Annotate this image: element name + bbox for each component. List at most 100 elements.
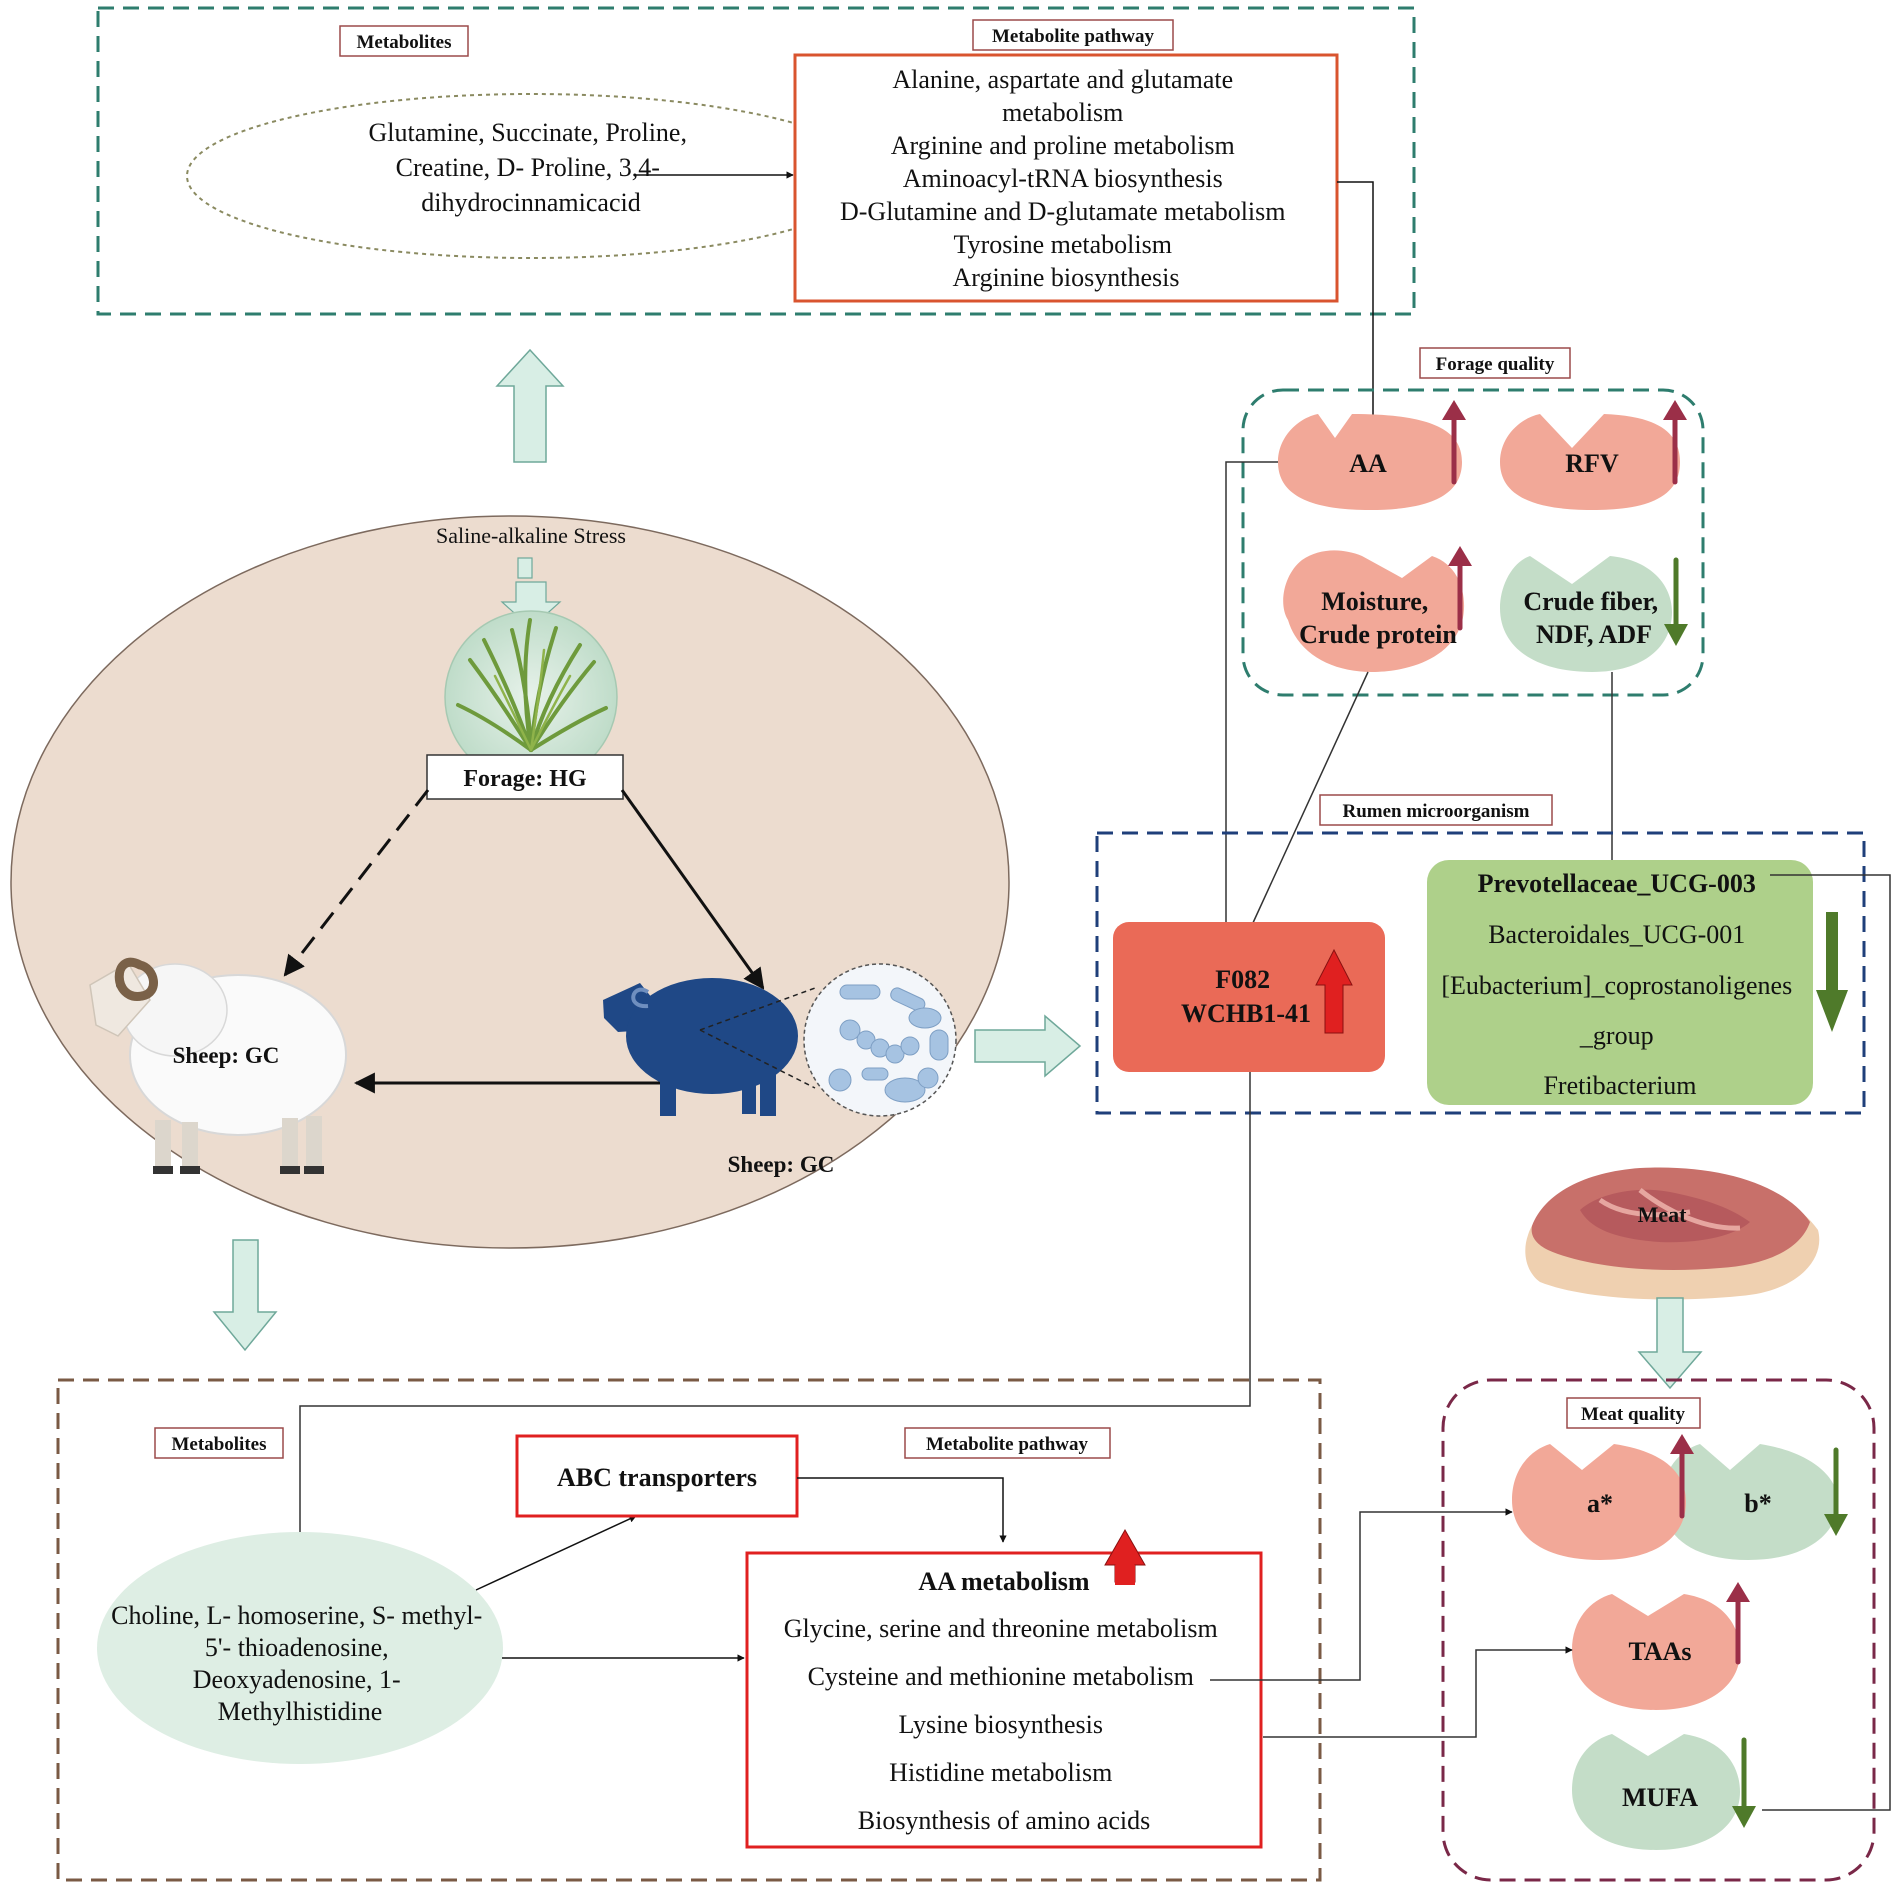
forage-label: Forage: HG: [463, 766, 587, 792]
stress-arrow-stub: [517, 557, 533, 579]
aa-metabolism-box: [745, 1551, 1263, 1849]
meat-label: Meat: [1638, 1202, 1688, 1227]
meat-quality-panel: [1441, 1378, 1876, 1882]
top-metabolites-tag-text: Metabolites: [357, 32, 452, 53]
svg-text:Crude fiber, NDF, ADF: Crude fiber, NDF, ADF: [1523, 587, 1664, 649]
sheep-white-icon: [89, 957, 347, 1174]
forage-item-moisture-line-1: Moisture,: [1321, 587, 1428, 616]
top-pathway-tag-text: Metabolite pathway: [992, 26, 1155, 47]
rumen-down-line-5: Fretibacterium: [1543, 1071, 1696, 1100]
top-pathway-line-2: metabolism: [1002, 98, 1123, 127]
meat-quality-tag: [1566, 1397, 1701, 1429]
pale-arrow-meat-down: [1637, 1297, 1703, 1390]
bottom-metabolites-tag-text: Metabolites: [172, 1434, 267, 1455]
rumen-up-line-1: F082: [1215, 965, 1270, 994]
rumen-tag-text: Rumen microorganism: [1343, 801, 1530, 822]
abc-to-aa-connector: [797, 1477, 1007, 1543]
top-pathway-line-1: Alanine, aspartate and glutamate: [892, 65, 1233, 94]
rumen-up-red-arrow: [1315, 948, 1353, 1034]
forage-quality-tag: [1419, 347, 1571, 379]
svg-text:Glutamine, Succinate, Proline,: Glutamine, Succinate, Proline, Creatine,…: [369, 118, 694, 217]
rumen-tag: [1319, 794, 1553, 826]
meat-item-mufa: MUFA: [1572, 1734, 1740, 1850]
rumen-panel: [1095, 831, 1866, 1115]
aa-to-f082-connector: [1225, 461, 1278, 940]
forage-item-moisture-line-2: Crude protein: [1299, 620, 1457, 649]
bottom-metabolites-line-2: 5'- thioadenosine,: [205, 1633, 389, 1662]
aa-metabolism-line-1: Glycine, serine and threonine metabolism: [784, 1614, 1218, 1643]
aa-metabolism-red-arrow-shaft: [1115, 1565, 1135, 1585]
rumen-down-line-2: Bacteroidales_UCG-001: [1488, 920, 1745, 949]
meat-item-a: a*: [1512, 1444, 1686, 1560]
rumen-down-green-arrow: [1816, 912, 1848, 1032]
top-pathway-line-3: Arginine and proline metabolism: [891, 131, 1235, 160]
forage-quality-panel: [1241, 388, 1705, 697]
aa-metabolism-line-3: Lysine biosynthesis: [899, 1710, 1103, 1739]
forage-item-aa: AA: [1278, 414, 1462, 510]
aa-metabolism-line-4: Histidine metabolism: [889, 1758, 1112, 1787]
mufa-down-arrow-head: [1732, 1806, 1756, 1828]
bottom-pathway-tag-text: Metabolite pathway: [926, 1434, 1089, 1455]
top-metabolites-tag: [339, 25, 469, 57]
forage-item-fiber-line-1: Crude fiber,: [1523, 587, 1658, 616]
pale-arrow-down: [212, 1239, 278, 1352]
abc-label: ABC transporters: [557, 1463, 757, 1492]
top-pathway-line-4: Aminoacyl-tRNA biosynthesis: [903, 164, 1223, 193]
top-pathway-tag: [972, 19, 1174, 51]
bottom-metabolites-to-abc-arrow: [475, 1515, 637, 1591]
taas-up-arrow-head: [1726, 1582, 1750, 1602]
rumen-down-line-1: Prevotellaceae_UCG-003: [1478, 869, 1756, 898]
forage-item-fiber-line-2: NDF, ADF: [1536, 620, 1652, 649]
rumen-down-box: [1427, 860, 1813, 1105]
bottom-pathway-tag: [904, 1427, 1111, 1459]
f082-to-bottom-metabolites-connector: [299, 1072, 1251, 1535]
svg-text:Moisture, Crude protein: Moisture, Crude protein: [1299, 587, 1457, 649]
bottom-panel: [56, 1378, 1322, 1882]
svg-text:Prevotellaceae_UCG-003 Bac: Prevotellaceae_UCG-003 Bacteroidales_UCG…: [1441, 869, 1798, 1100]
forage-to-sheep-right-arrow: [620, 789, 765, 990]
top-pathway-line-7: Arginine biosynthesis: [952, 263, 1179, 292]
top-metabolites-line-3: dihydrocinnamicacid: [421, 188, 640, 217]
pale-arrow-right: [974, 1014, 1082, 1078]
rumen-down-line-3: [Eubacterium]_coprostanoligenes: [1441, 971, 1792, 1000]
sheep-right-label: Sheep: GC: [728, 1152, 835, 1177]
meat-item-b: b*: [1662, 1444, 1838, 1560]
moisture-to-f082-connector: [1251, 671, 1369, 926]
svg-text:F082 WCHB1-41: F082 WCHB1-41: [1181, 965, 1311, 1028]
forage-item-moisture: Moisture, Crude protein: [1283, 550, 1465, 672]
lysine-to-taas-connector: [1263, 1646, 1573, 1738]
grass-icon: [444, 610, 618, 784]
aa-metabolism-line-2: Cysteine and methionine metabolism: [808, 1662, 1194, 1691]
bottom-metabolites-tag: [154, 1427, 284, 1459]
meat-item-mufa-label: MUFA: [1622, 1783, 1698, 1812]
rfv-up-arrow-head: [1663, 400, 1687, 420]
abc-box: [515, 1434, 799, 1518]
top-metabolites-line-1: Glutamine, Succinate, Proline,: [369, 118, 687, 147]
forage-item-fiber: Crude fiber, NDF, ADF: [1500, 556, 1672, 672]
top-metabolites-line-2: Creatine, D- Proline, 3,4-: [396, 153, 660, 182]
moisture-up-arrow-head: [1448, 546, 1472, 566]
bottom-metabolites-line-1: Choline, L- homoserine, S- methyl-: [111, 1601, 482, 1630]
svg-text:Alanine, aspartate and glutama: Alanine, aspartate and glutamate metabol…: [840, 65, 1292, 292]
aa-up-arrow-head: [1442, 400, 1466, 420]
pale-arrow-up: [495, 348, 565, 463]
meat-trend-arrows: [1670, 1434, 1848, 1828]
meat-quality-tag-text: Meat quality: [1581, 1404, 1685, 1425]
forage-item-rfv: RFV: [1500, 414, 1680, 510]
forage-quality-tag-text: Forage quality: [1436, 354, 1555, 375]
rumen-down-line-4: _group: [1579, 1021, 1654, 1050]
meat-item-taas: TAAs: [1572, 1594, 1740, 1710]
top-pathway-line-6: Tyrosine metabolism: [954, 230, 1172, 259]
meat-item-b-label: b*: [1744, 1489, 1771, 1518]
aa-metabolism-line-5: Biosynthesis of amino acids: [858, 1806, 1150, 1835]
top-panel: [96, 6, 1416, 316]
fiber-down-arrow-head: [1664, 624, 1688, 646]
bottom-metabolites-line-3: Deoxyadenosine, 1-: [193, 1665, 401, 1694]
svg-text:Glycine, serine and threonine: Glycine, serine and threonine metabolism…: [784, 1614, 1224, 1835]
sheep-zoom-line-2: [699, 1029, 816, 1089]
microbes-icon: [803, 963, 957, 1117]
b-down-arrow-head: [1824, 1514, 1848, 1536]
meat-icon: [1525, 1167, 1820, 1300]
meat-item-a-label: a*: [1587, 1489, 1613, 1518]
